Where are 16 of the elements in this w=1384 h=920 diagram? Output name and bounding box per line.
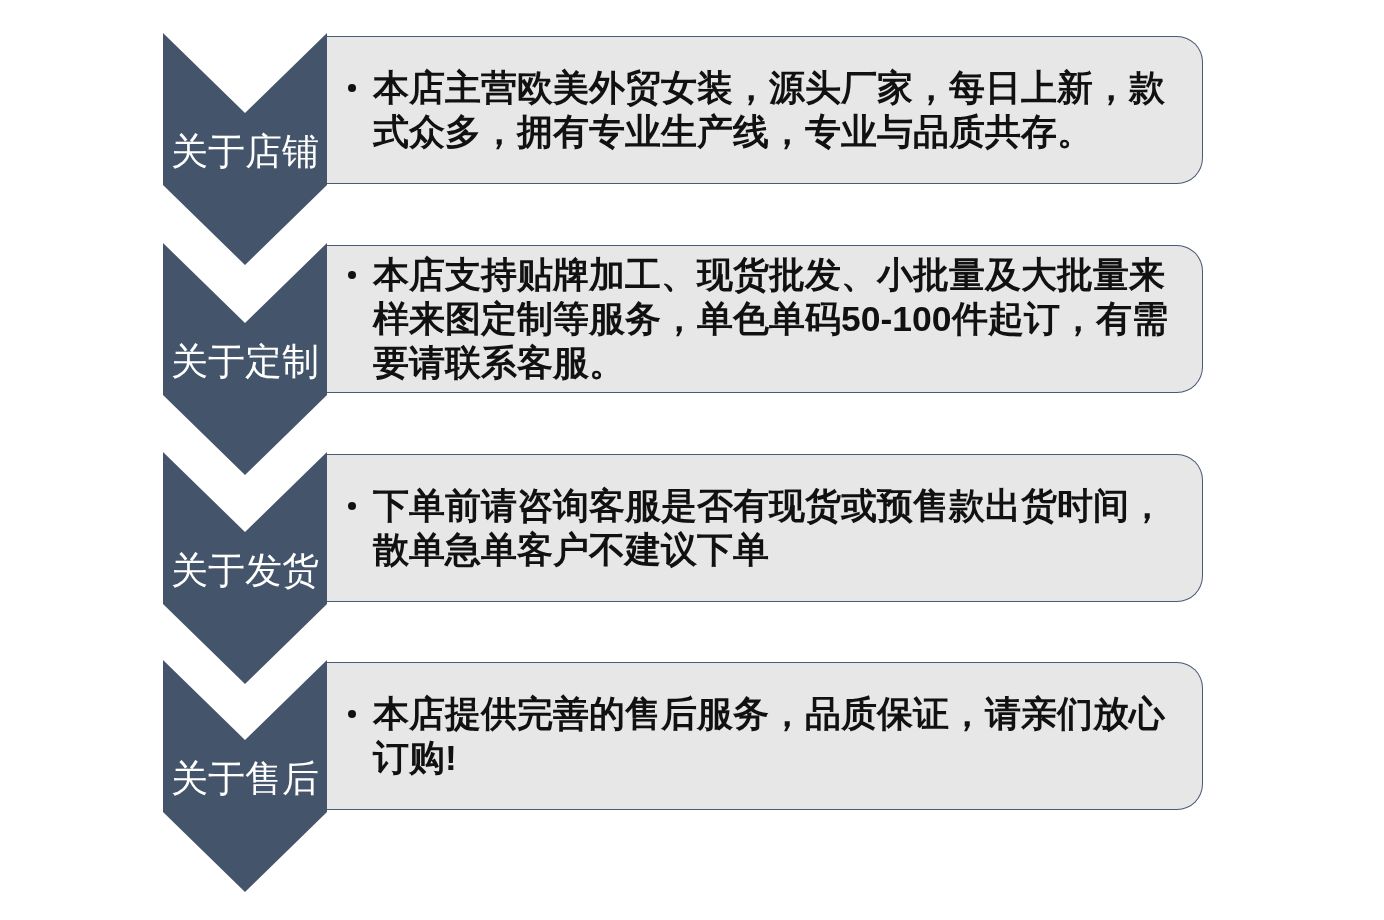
step-banner bbox=[163, 452, 327, 684]
text-panel bbox=[327, 245, 1203, 393]
text-panel bbox=[327, 454, 1203, 602]
bullet-text: 本店支持贴牌加工、现货批发、小批量及大批量来样来图定制等服务，单色单码50-100件起订，有需要请联系客服。 bbox=[373, 254, 1169, 385]
step-banner bbox=[163, 243, 327, 475]
step-banner bbox=[163, 660, 327, 892]
text-panel bbox=[327, 662, 1203, 810]
bullet-text: 本店主营欧美外贸女装，源头厂家，每日上新，款式众多，拥有专业生产线，专业与品质共存。 bbox=[373, 67, 1166, 154]
section-heading: 关于定制 bbox=[170, 340, 320, 384]
section-heading: 关于店铺 bbox=[170, 130, 320, 174]
step-banner bbox=[163, 33, 327, 265]
bullet-text: 下单前请咨询客服是否有现货或预售款出货时间，散单急单客户不建议下单 bbox=[373, 485, 1166, 572]
section-heading: 关于售后 bbox=[170, 757, 320, 801]
section-heading: 关于发货 bbox=[170, 549, 320, 593]
bullet-text: 本店提供完善的售后服务，品质保证，请亲们放心订购! bbox=[373, 693, 1166, 780]
text-panel bbox=[327, 36, 1203, 184]
